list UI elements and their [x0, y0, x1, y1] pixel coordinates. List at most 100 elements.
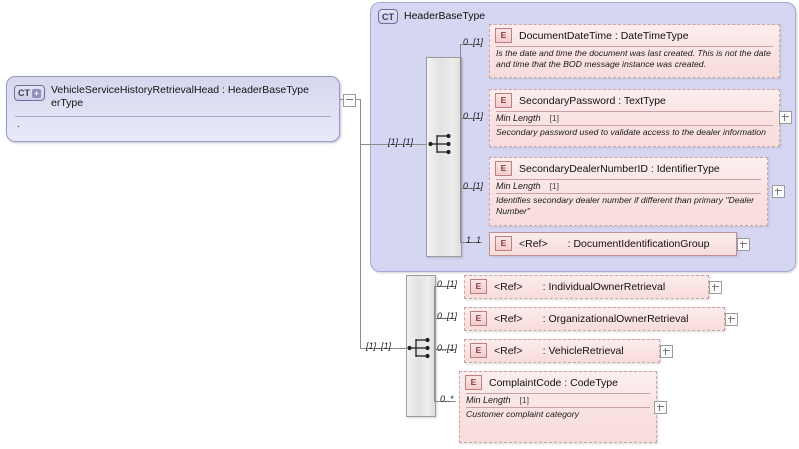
- cardinality-secondarydealernumberid: 0..[1]: [463, 181, 484, 191]
- element-name: <Ref>: OrganizationalOwnerRetrieval: [494, 312, 689, 325]
- element-header: E <Ref>: OrganizationalOwnerRetrieval: [465, 308, 724, 328]
- root-annotation-dot: .: [17, 119, 20, 130]
- element-documentation: Secondary password used to validate acce…: [496, 127, 766, 137]
- element-header: E ComplaintCode : CodeType: [460, 372, 656, 392]
- element-secondarydealernumberid[interactable]: E SecondaryDealerNumberID : IdentifierTy…: [489, 157, 768, 226]
- element-ref-organizationalownerretrieval[interactable]: E <Ref>: OrganizationalOwnerRetrieval: [464, 307, 725, 331]
- element-badge-icon: E: [470, 311, 487, 326]
- element-documentation: Customer complaint category: [466, 409, 579, 419]
- element-ref-type: : OrganizationalOwnerRetrieval: [542, 312, 689, 325]
- element-facet: Min Length [1]: [490, 112, 779, 124]
- expand-toggle-organizationalownerretrieval-icon[interactable]: [725, 313, 738, 326]
- connector-seq-bottom-child-3: [434, 349, 456, 350]
- facet-name: Min Length: [496, 181, 541, 191]
- element-header: E <Ref>: DocumentIdentificationGroup: [490, 233, 736, 253]
- root-collapse-toggle-icon[interactable]: [343, 94, 356, 107]
- element-documentation: Is the date and time the document was la…: [496, 48, 771, 69]
- element-ref-documentidentificationgroup[interactable]: E <Ref>: DocumentIdentificationGroup: [489, 232, 737, 256]
- expand-toggle-vehicleretrieval-icon[interactable]: [660, 345, 673, 358]
- connector-seq-top-child-3: [460, 188, 482, 189]
- cardinality-vehicleretrieval: 0..[1]: [437, 343, 458, 353]
- expand-toggle-complaintcode-icon[interactable]: [654, 401, 667, 414]
- element-name: DocumentDateTime : DateTimeType: [519, 29, 689, 42]
- connector-seq-top-child-1: [460, 44, 482, 45]
- root-node-header: CT+ VehicleServiceHistoryRetrievalHead :…: [7, 77, 339, 110]
- plus-glyph: +: [32, 88, 41, 98]
- cardinality-complaintcode: 0..*: [440, 394, 454, 404]
- complextype-badge-icon: CT: [378, 9, 398, 24]
- element-badge-icon: E: [470, 279, 487, 294]
- element-badge-icon: E: [470, 343, 487, 358]
- cardinality-sequence-top: [1]..[1]: [388, 137, 414, 147]
- connector-seq-bottom-child-4: [434, 401, 456, 402]
- element-ref-type: : VehicleRetrieval: [542, 344, 624, 357]
- connector-seq-bottom-spine: [434, 286, 435, 401]
- element-name: SecondaryDealerNumberID : IdentifierType: [519, 162, 720, 175]
- expand-toggle-individualownerretrieval-icon[interactable]: [709, 281, 722, 294]
- connector-seq-top-child-2: [460, 118, 482, 119]
- cardinality-organizationalownerretrieval: 0..[1]: [437, 311, 458, 321]
- element-badge-icon: E: [495, 161, 512, 176]
- cardinality-documentdatetime: 0..[1]: [463, 37, 484, 47]
- element-secondarypassword[interactable]: E SecondaryPassword : TextType Min Lengt…: [489, 89, 780, 147]
- connector-trunk-to-seq-bottom: [360, 348, 406, 349]
- element-documentation: Identifies secondary dealer number if di…: [496, 195, 755, 216]
- facet-name: Min Length: [496, 113, 541, 123]
- expand-toggle-documentidentificationgroup-icon[interactable]: [737, 238, 750, 251]
- facet-name: Min Length: [466, 395, 511, 405]
- element-divider: [466, 393, 650, 394]
- element-divider: [496, 111, 773, 112]
- element-facet: Min Length [1]: [490, 180, 767, 192]
- element-divider: [496, 46, 773, 47]
- element-ref-type: : DocumentIdentificationGroup: [567, 237, 710, 250]
- element-divider: [496, 179, 761, 180]
- element-name: SecondaryPassword : TextType: [519, 94, 666, 107]
- group-header: CT HeaderBaseType: [378, 8, 485, 24]
- cardinality-individualownerretrieval: 0..[1]: [437, 279, 458, 289]
- cardinality-sequence-bottom: [1]..[1]: [366, 341, 392, 351]
- element-ref-type: : IndividualOwnerRetrieval: [542, 280, 666, 293]
- element-name: <Ref>: VehicleRetrieval: [494, 344, 624, 357]
- sequence-compositor-top[interactable]: [426, 57, 462, 257]
- connector-seq-top-child-4: [460, 242, 482, 243]
- facet-value: [1]: [549, 113, 559, 123]
- root-complextype-node[interactable]: CT+ VehicleServiceHistoryRetrievalHead :…: [6, 76, 340, 142]
- complextype-expand-badge-icon[interactable]: CT+: [14, 85, 45, 101]
- sequence-icon-bottom: [407, 337, 430, 359]
- element-divider-2: [496, 193, 761, 194]
- sequence-compositor-bottom[interactable]: [406, 275, 436, 417]
- element-name: <Ref>: IndividualOwnerRetrieval: [494, 280, 666, 293]
- element-documentdatetime[interactable]: E DocumentDateTime : DateTimeType Is the…: [489, 24, 780, 78]
- connector-root-trunk: [360, 99, 361, 348]
- root-node-title: VehicleServiceHistoryRetrievalHead : Hea…: [51, 84, 309, 109]
- element-divider-2: [466, 407, 650, 408]
- element-header: E SecondaryPassword : TextType: [490, 90, 779, 110]
- connector-trunk-to-seq-top: [360, 144, 426, 145]
- element-ref-vehicleretrieval[interactable]: E <Ref>: VehicleRetrieval: [464, 339, 660, 363]
- connector-seq-top-spine: [460, 44, 461, 242]
- element-badge-icon: E: [495, 28, 512, 43]
- element-header: E SecondaryDealerNumberID : IdentifierTy…: [490, 158, 767, 178]
- facet-value: [1]: [549, 181, 559, 191]
- element-header: E <Ref>: IndividualOwnerRetrieval: [465, 276, 708, 296]
- sequence-icon-top: [428, 133, 451, 155]
- element-badge-icon: E: [495, 236, 512, 251]
- connector-seq-bottom-child-2: [434, 318, 456, 319]
- element-facet: Min Length [1]: [460, 394, 656, 406]
- cardinality-secondarypassword: 0..[1]: [463, 111, 484, 121]
- connector-seq-bottom-child-1: [434, 286, 456, 287]
- element-name: <Ref>: DocumentIdentificationGroup: [519, 237, 710, 250]
- element-badge-icon: E: [495, 93, 512, 108]
- element-badge-icon: E: [465, 375, 482, 390]
- element-complaintcode[interactable]: E ComplaintCode : CodeType Min Length [1…: [459, 371, 657, 443]
- element-header: E <Ref>: VehicleRetrieval: [465, 340, 659, 360]
- element-header: E DocumentDateTime : DateTimeType: [490, 25, 779, 45]
- element-divider-2: [496, 125, 773, 126]
- expand-toggle-secondarydealernumberid-icon[interactable]: [772, 185, 785, 198]
- cardinality-documentidentificationgroup: 1..1: [466, 235, 482, 245]
- element-name: ComplaintCode : CodeType: [489, 376, 618, 389]
- group-title: HeaderBaseType: [404, 10, 486, 22]
- expand-toggle-secondarypassword-icon[interactable]: [779, 111, 792, 124]
- element-ref-individualownerretrieval[interactable]: E <Ref>: IndividualOwnerRetrieval: [464, 275, 709, 299]
